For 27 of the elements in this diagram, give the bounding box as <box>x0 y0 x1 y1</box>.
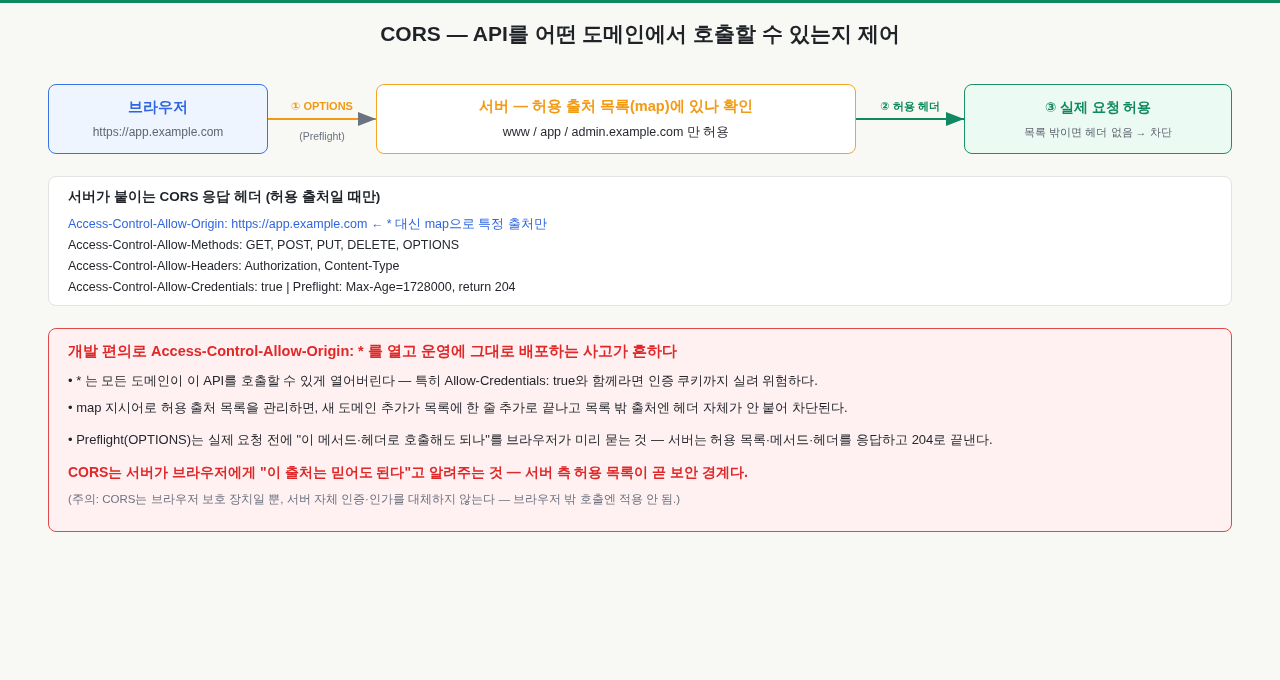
bullet-text: • * 는 모든 도메인이 이 API를 호출할 수 있게 열어버린다 — 특히 Allow-Credentials: true와 함께라면 인증 쿠키까지 실려 위험하다. <box>68 372 819 390</box>
edge-label: ① OPTIONS <box>288 99 356 113</box>
header-line: Access-Control-Allow-Headers: Authorization, Content-Type <box>68 258 401 275</box>
header-line: Access-Control-Allow-Methods: GET, POST, PUT, DELETE, OPTIONS <box>68 236 461 254</box>
info-panel <box>48 176 1232 306</box>
node-subtitle: www / app / admin.example.com 만 허용 <box>502 124 730 141</box>
process-box <box>964 84 1232 154</box>
warning-panel <box>48 328 1232 532</box>
panel-heading: 서버가 붙이는 CORS 응답 헤더 (허용 출처일 때만) <box>68 188 382 206</box>
bullet-text: • Preflight(OPTIONS)는 실제 요청 전에 "이 메서드·헤더로 호출해도 되나"를 브라우저가 미리 묻는 것 — 서버는 허용 목록·메서드·헤더를 응답하고 204로 끝낸다. <box>68 431 994 449</box>
node-subtitle: 목록 밖이면 헤더 없음 → 차단 <box>1024 125 1172 140</box>
header-line: Access-Control-Allow-Origin: https://app.example.com ← * 대신 map으로 특정 출처만 <box>68 215 548 232</box>
process-box <box>376 84 856 154</box>
process-box <box>48 84 268 154</box>
node-subtitle: https://app.example.com <box>92 124 224 141</box>
warning-heading: 개발 편의로 Access-Control-Allow-Origin: * 를 열고 운영에 그대로 배포하는 사고가 흔하다 <box>68 342 678 361</box>
diagram-title: CORS — API를 어떤 도메인에서 호출할 수 있는지 제어 <box>379 21 901 47</box>
arrow <box>855 112 965 126</box>
bullet-text: • map 지시어로 허용 출처 목록을 관리하면, 새 도메인 추가가 목록에 한 줄 추가로 끝나고 목록 밖 출처엔 헤더 자체가 안 붙어 차단된다. <box>68 399 849 417</box>
header-line: Access-Control-Allow-Credentials: true | Preflight: Max-Age=1728000, return 204 <box>68 279 517 296</box>
node-title: 서버 — 허용 출처 목록(map)에 있나 확인 <box>479 97 753 117</box>
edge-note: (Preflight) <box>296 129 348 143</box>
note-text: (주의: CORS는 브라우저 보호 장치일 뿐, 서버 자체 인증·인가를 대체하지 않는다 — 브라우저 밖 호출엔 적용 안 됨.) <box>68 491 682 507</box>
emphasis-text: CORS는 서버가 브라우저에게 "이 출처는 믿어도 된다"고 알려주는 것 — 서버 측 허용 목록이 곧 보안 경계다. <box>68 462 749 481</box>
arrow <box>267 112 377 126</box>
node-title: 브라우저 <box>128 97 188 117</box>
node-title: ③ 실제 요청 허용 <box>1044 98 1152 117</box>
